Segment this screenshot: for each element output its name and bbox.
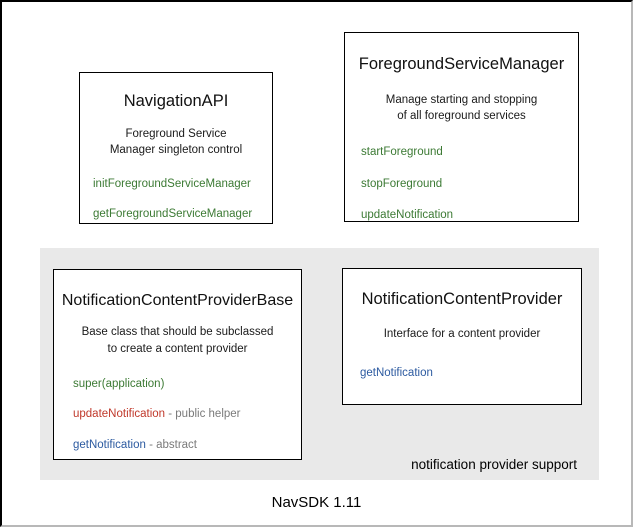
class-title: NotificationContentProviderBase bbox=[61, 292, 294, 309]
class-member-list: getNotification bbox=[343, 368, 581, 380]
member-name: updateNotification bbox=[73, 408, 166, 421]
class-box-foreground-service-manager[interactable]: ForegroundServiceManager Manage starting… bbox=[344, 32, 579, 222]
member-note: - public helper bbox=[165, 408, 241, 421]
class-title: ForegroundServiceManager bbox=[358, 55, 565, 73]
class-description-line: of all foreground services bbox=[397, 110, 526, 123]
class-description: Interface for a content provider bbox=[343, 326, 581, 343]
class-description-line: Foreground Service bbox=[125, 127, 227, 140]
class-member[interactable]: getNotification - abstract bbox=[73, 438, 301, 452]
member-name: super(application) bbox=[73, 377, 165, 390]
class-member[interactable]: updateNotification - public helper bbox=[73, 408, 301, 421]
class-box-navigation-api[interactable]: NavigationAPI Foreground Service Manager… bbox=[79, 72, 273, 224]
class-member-list: initForegroundServiceManager getForegrou… bbox=[80, 178, 272, 221]
member-name: getNotification bbox=[360, 367, 433, 380]
class-description: Foreground Service Manager singleton con… bbox=[80, 126, 272, 159]
class-description-line: to create a content provider bbox=[107, 342, 248, 355]
class-box-notification-content-provider[interactable]: NotificationContentProvider Interface fo… bbox=[342, 268, 582, 405]
class-title: NotificationContentProvider bbox=[361, 290, 563, 308]
member-name: getNotification bbox=[73, 438, 146, 451]
class-member[interactable]: super(application) bbox=[73, 377, 301, 391]
class-member[interactable]: getForegroundServiceManager bbox=[93, 207, 272, 221]
class-member-list: super(application) updateNotification - … bbox=[54, 377, 301, 452]
member-note: - abstract bbox=[145, 438, 198, 451]
class-member[interactable]: initForegroundServiceManager bbox=[93, 178, 272, 191]
class-description-line: Interface for a content provider bbox=[383, 327, 541, 340]
class-member-list: startForeground stopForeground updateNot… bbox=[345, 146, 578, 222]
class-member[interactable]: startForeground bbox=[361, 146, 578, 159]
class-title: NavigationAPI bbox=[123, 92, 229, 110]
class-description-line: Manager singleton control bbox=[109, 144, 243, 157]
class-description: Base class that should be subclassed to … bbox=[54, 324, 301, 357]
class-member[interactable]: getNotification bbox=[360, 368, 581, 380]
class-description-line: Base class that should be subclassed bbox=[81, 326, 274, 339]
member-name: startForeground bbox=[361, 146, 443, 159]
group-region-label: notification provider support bbox=[411, 457, 577, 472]
member-name: initForegroundServiceManager bbox=[93, 178, 251, 191]
class-box-notification-content-provider-base[interactable]: NotificationContentProviderBase Base cla… bbox=[53, 269, 302, 460]
class-description-line: Manage starting and stopping bbox=[385, 93, 538, 106]
member-name: updateNotification bbox=[361, 209, 454, 222]
class-description: Manage starting and stopping of all fore… bbox=[345, 92, 578, 125]
member-name: stopForeground bbox=[361, 177, 443, 190]
diagram-footer-title: NavSDK 1.11 bbox=[271, 494, 362, 511]
class-member[interactable]: stopForeground bbox=[361, 177, 578, 191]
class-member[interactable]: updateNotification bbox=[361, 209, 578, 222]
member-name: getForegroundServiceManager bbox=[93, 207, 253, 220]
